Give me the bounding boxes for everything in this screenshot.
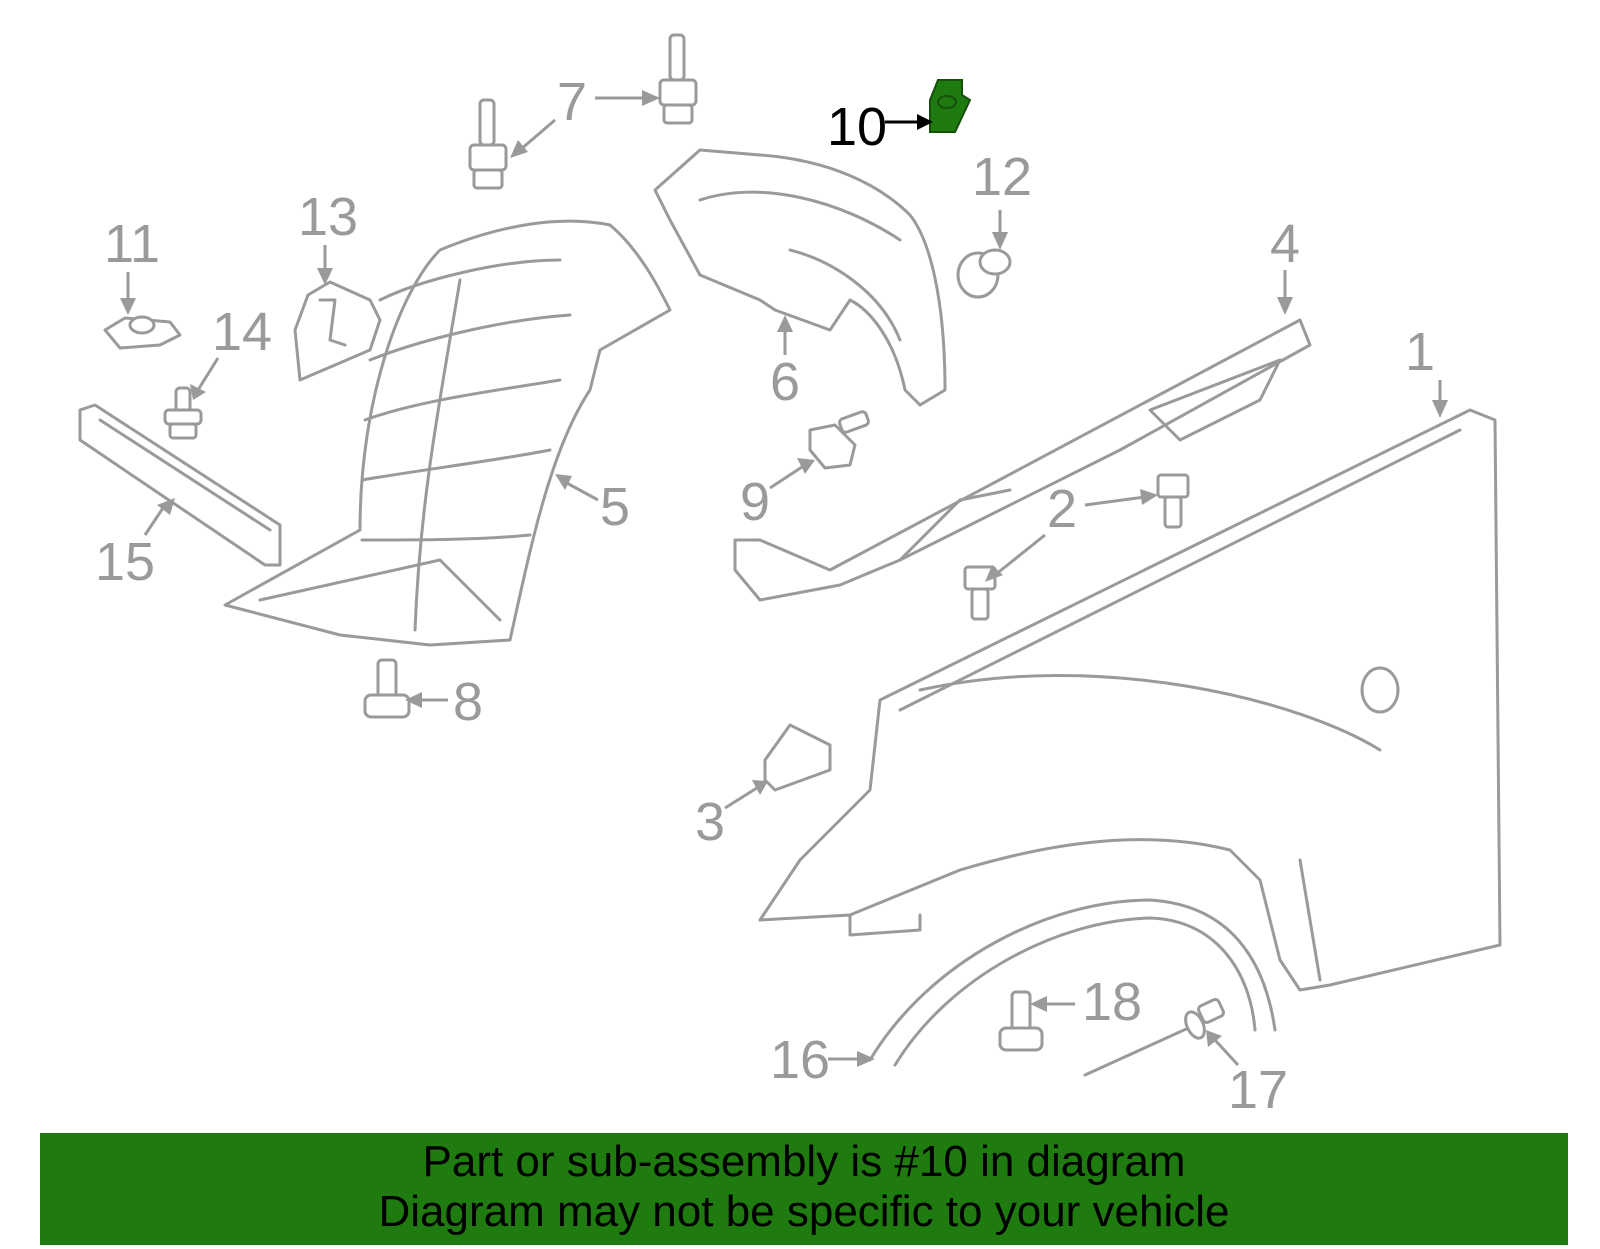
- screw-part-9[interactable]: [808, 410, 870, 470]
- banner-line-disclaimer: Diagram may not be specific to your vehi…: [378, 1187, 1230, 1236]
- arch-molding-part-16[interactable]: [868, 898, 1277, 1067]
- callout-8: 8: [405, 672, 483, 732]
- svg-text:13: 13: [298, 187, 358, 247]
- wedge-part-3[interactable]: [763, 723, 832, 792]
- svg-text:14: 14: [212, 302, 272, 362]
- wheel-liner-part-5[interactable]: [223, 219, 672, 647]
- svg-text:18: 18: [1082, 972, 1142, 1032]
- callout-11: 11: [104, 214, 160, 315]
- callout-13: 13: [298, 187, 358, 285]
- svg-text:8: 8: [453, 672, 483, 732]
- strip-part-15[interactable]: [78, 403, 282, 567]
- fender-part-1[interactable]: [758, 408, 1502, 992]
- svg-text:4: 4: [1270, 214, 1300, 274]
- callout-5: 5: [555, 474, 630, 537]
- inner-liner-part-6[interactable]: [653, 148, 947, 407]
- svg-text:15: 15: [95, 532, 155, 592]
- svg-text:12: 12: [972, 147, 1032, 207]
- push-pin-part-7-left[interactable]: [468, 98, 508, 190]
- bolt-part-18[interactable]: [998, 990, 1044, 1052]
- parts-diagram: 1 2 3 4: [78, 33, 1502, 1120]
- bolt-part-8[interactable]: [363, 658, 411, 719]
- callout-10: 10: [827, 97, 933, 157]
- callout-6: 6: [770, 315, 800, 412]
- callout-9: 9: [740, 458, 815, 532]
- callout-18: 18: [1030, 972, 1142, 1032]
- svg-text:17: 17: [1228, 1060, 1288, 1120]
- clip-nut-part-11[interactable]: [103, 315, 182, 350]
- callout-14: 14: [190, 302, 272, 400]
- svg-text:1: 1: [1405, 322, 1435, 382]
- callout-2: 2: [985, 479, 1158, 582]
- svg-text:5: 5: [600, 477, 630, 537]
- callout-4: 4: [1270, 214, 1300, 315]
- clip-part-10-highlighted[interactable]: [929, 79, 972, 133]
- rail-part-4[interactable]: [733, 318, 1312, 602]
- callout-12: 12: [972, 147, 1032, 250]
- push-pin-part-7-right[interactable]: [658, 33, 698, 125]
- svg-text:6: 6: [770, 352, 800, 412]
- svg-text:11: 11: [104, 214, 160, 274]
- callout-17: 17: [1206, 1030, 1288, 1120]
- svg-text:3: 3: [695, 792, 725, 852]
- callout-16: 16: [770, 1030, 875, 1090]
- callout-7: 7: [510, 72, 660, 158]
- svg-text:2: 2: [1047, 479, 1077, 539]
- callout-15: 15: [95, 498, 175, 592]
- info-banner: Part or sub-assembly is #10 in diagram D…: [40, 1133, 1568, 1245]
- svg-text:7: 7: [557, 72, 587, 132]
- svg-text:16: 16: [770, 1030, 830, 1090]
- grommet-part-12[interactable]: [956, 248, 1012, 299]
- callout-1: 1: [1405, 322, 1448, 418]
- bolt-part-2-upper[interactable]: [1156, 473, 1190, 529]
- banner-line-part: Part or sub-assembly is #10 in diagram: [422, 1137, 1186, 1186]
- bolt-part-2-lower[interactable]: [963, 565, 997, 621]
- svg-text:9: 9: [740, 472, 770, 532]
- svg-text:10: 10: [827, 97, 887, 157]
- pin-part-14[interactable]: [163, 386, 203, 440]
- bracket-part-13[interactable]: [293, 280, 382, 382]
- rivet-part-17[interactable]: [1083, 998, 1225, 1077]
- callout-3: 3: [695, 780, 768, 852]
